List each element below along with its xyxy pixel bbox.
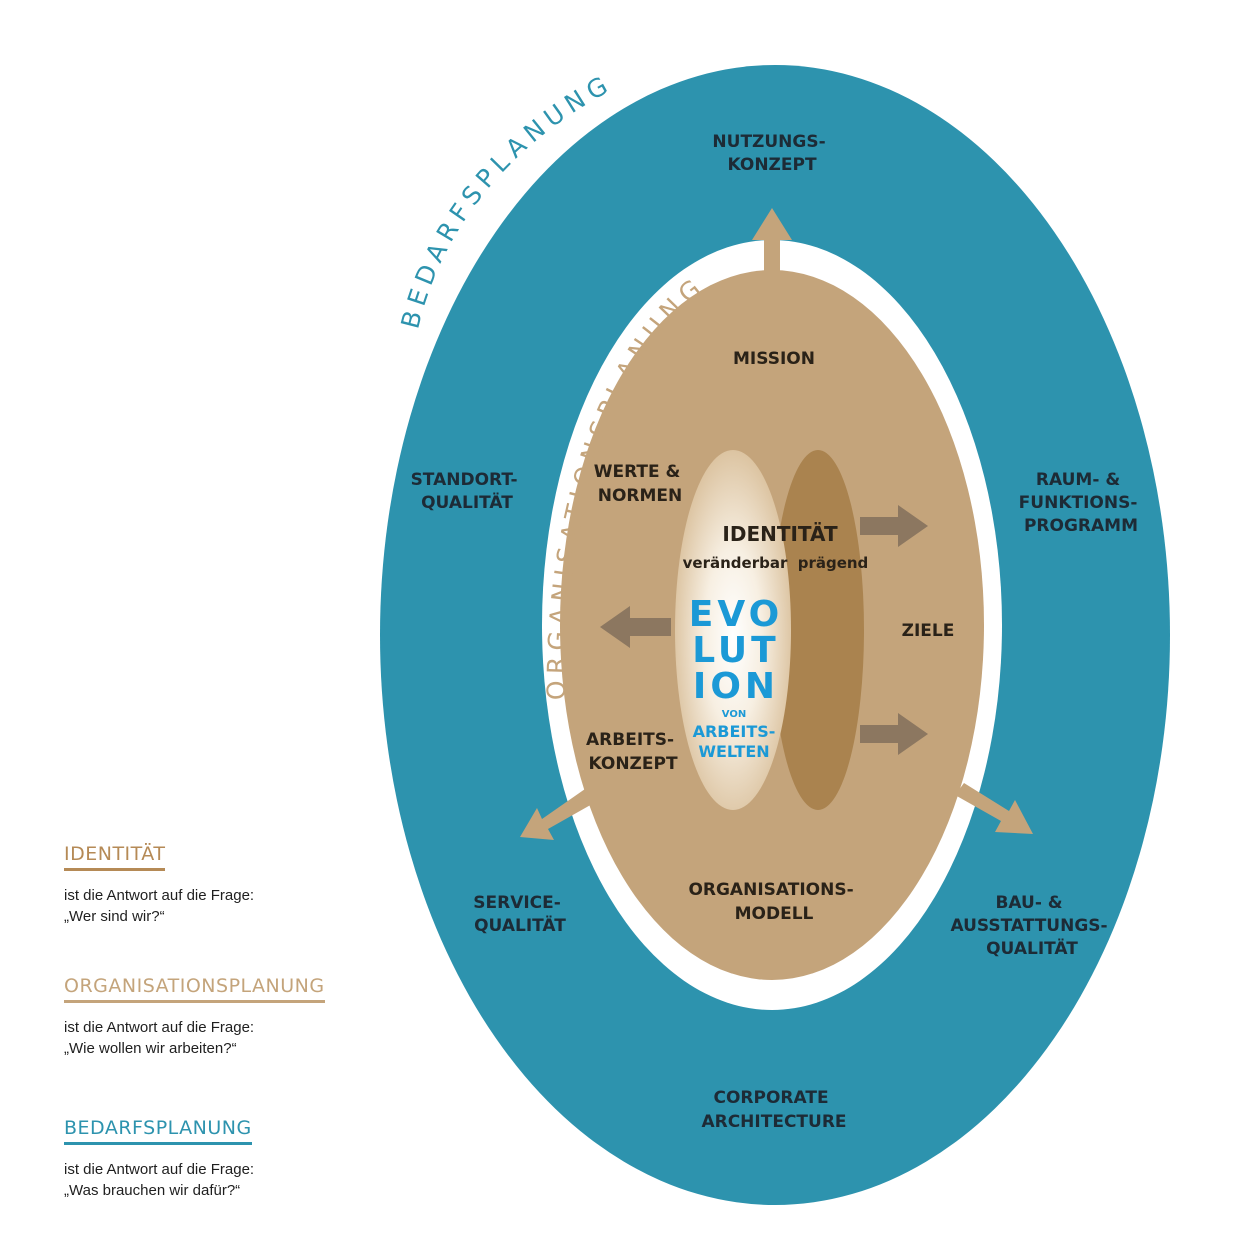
legend-question: ist die Antwort auf die Frage: „Wer sind…	[64, 887, 255, 925]
label-raum-funktionsprogramm: RAUM- & FUNKTIONS- PROGRAMM	[1019, 470, 1144, 536]
arrow-up	[752, 208, 792, 288]
evolution-line-1: EVO	[689, 594, 783, 635]
label-von: VON	[722, 709, 746, 720]
inner-light-ellipse	[675, 450, 791, 810]
legend-identitaet: IDENTITÄT ist die Antwort auf die Frage:…	[64, 843, 384, 927]
evolution-line-2: LUT	[692, 630, 779, 671]
label-werte-normen: WERTE & NORMEN	[594, 462, 687, 506]
label-mission: MISSION	[733, 349, 815, 369]
label-veraenderbar: veränderbar	[683, 554, 788, 572]
arrow-down-left	[520, 789, 594, 840]
legend-title: IDENTITÄT	[64, 843, 166, 871]
legend-title: BEDARFSPLANUNG	[64, 1117, 252, 1145]
label-standortqualitaet: STANDORT- QUALITÄT	[411, 470, 524, 513]
legend-question: ist die Antwort auf die Frage: „Was brau…	[64, 1161, 255, 1199]
label-praegend: prägend	[798, 554, 869, 572]
evolution-line-3: ION	[693, 666, 779, 707]
label-servicequalitaet: SERVICE- QUALITÄT	[473, 893, 567, 936]
label-welten: WELTEN	[698, 742, 769, 761]
label-nutzungskonzept: NUTZUNGS- KONZEPT	[712, 132, 831, 175]
arrow-right-lower	[860, 713, 928, 755]
legend-bedarfsplanung: BEDARFSPLANUNG ist die Antwort auf die F…	[64, 1117, 384, 1201]
label-organisationsmodell: ORGANISATIONS- MODELL	[688, 880, 859, 924]
legend-organisationsplanung: ORGANISATIONSPLANUNG ist die Antwort auf…	[64, 975, 384, 1059]
label-arbeits: ARBEITS-	[693, 722, 776, 741]
label-ziele: ZIELE	[902, 621, 955, 641]
label-arbeitskonzept: ARBEITS- KONZEPT	[586, 730, 680, 774]
label-bau-ausstattungsqualitaet: BAU- & AUSSTATTUNGS- QUALITÄT	[950, 893, 1113, 959]
label-corporate-architecture: CORPORATE ARCHITECTURE	[701, 1088, 846, 1132]
legend-title: ORGANISATIONSPLANUNG	[64, 975, 325, 1003]
arrow-down-right	[955, 783, 1033, 834]
arrow-left	[600, 606, 671, 648]
label-identitaet: IDENTITÄT	[722, 522, 838, 546]
inner-dark-ellipse	[772, 450, 864, 810]
arrow-right-upper	[860, 505, 928, 547]
legend-question: ist die Antwort auf die Frage: „Wie woll…	[64, 1019, 255, 1057]
